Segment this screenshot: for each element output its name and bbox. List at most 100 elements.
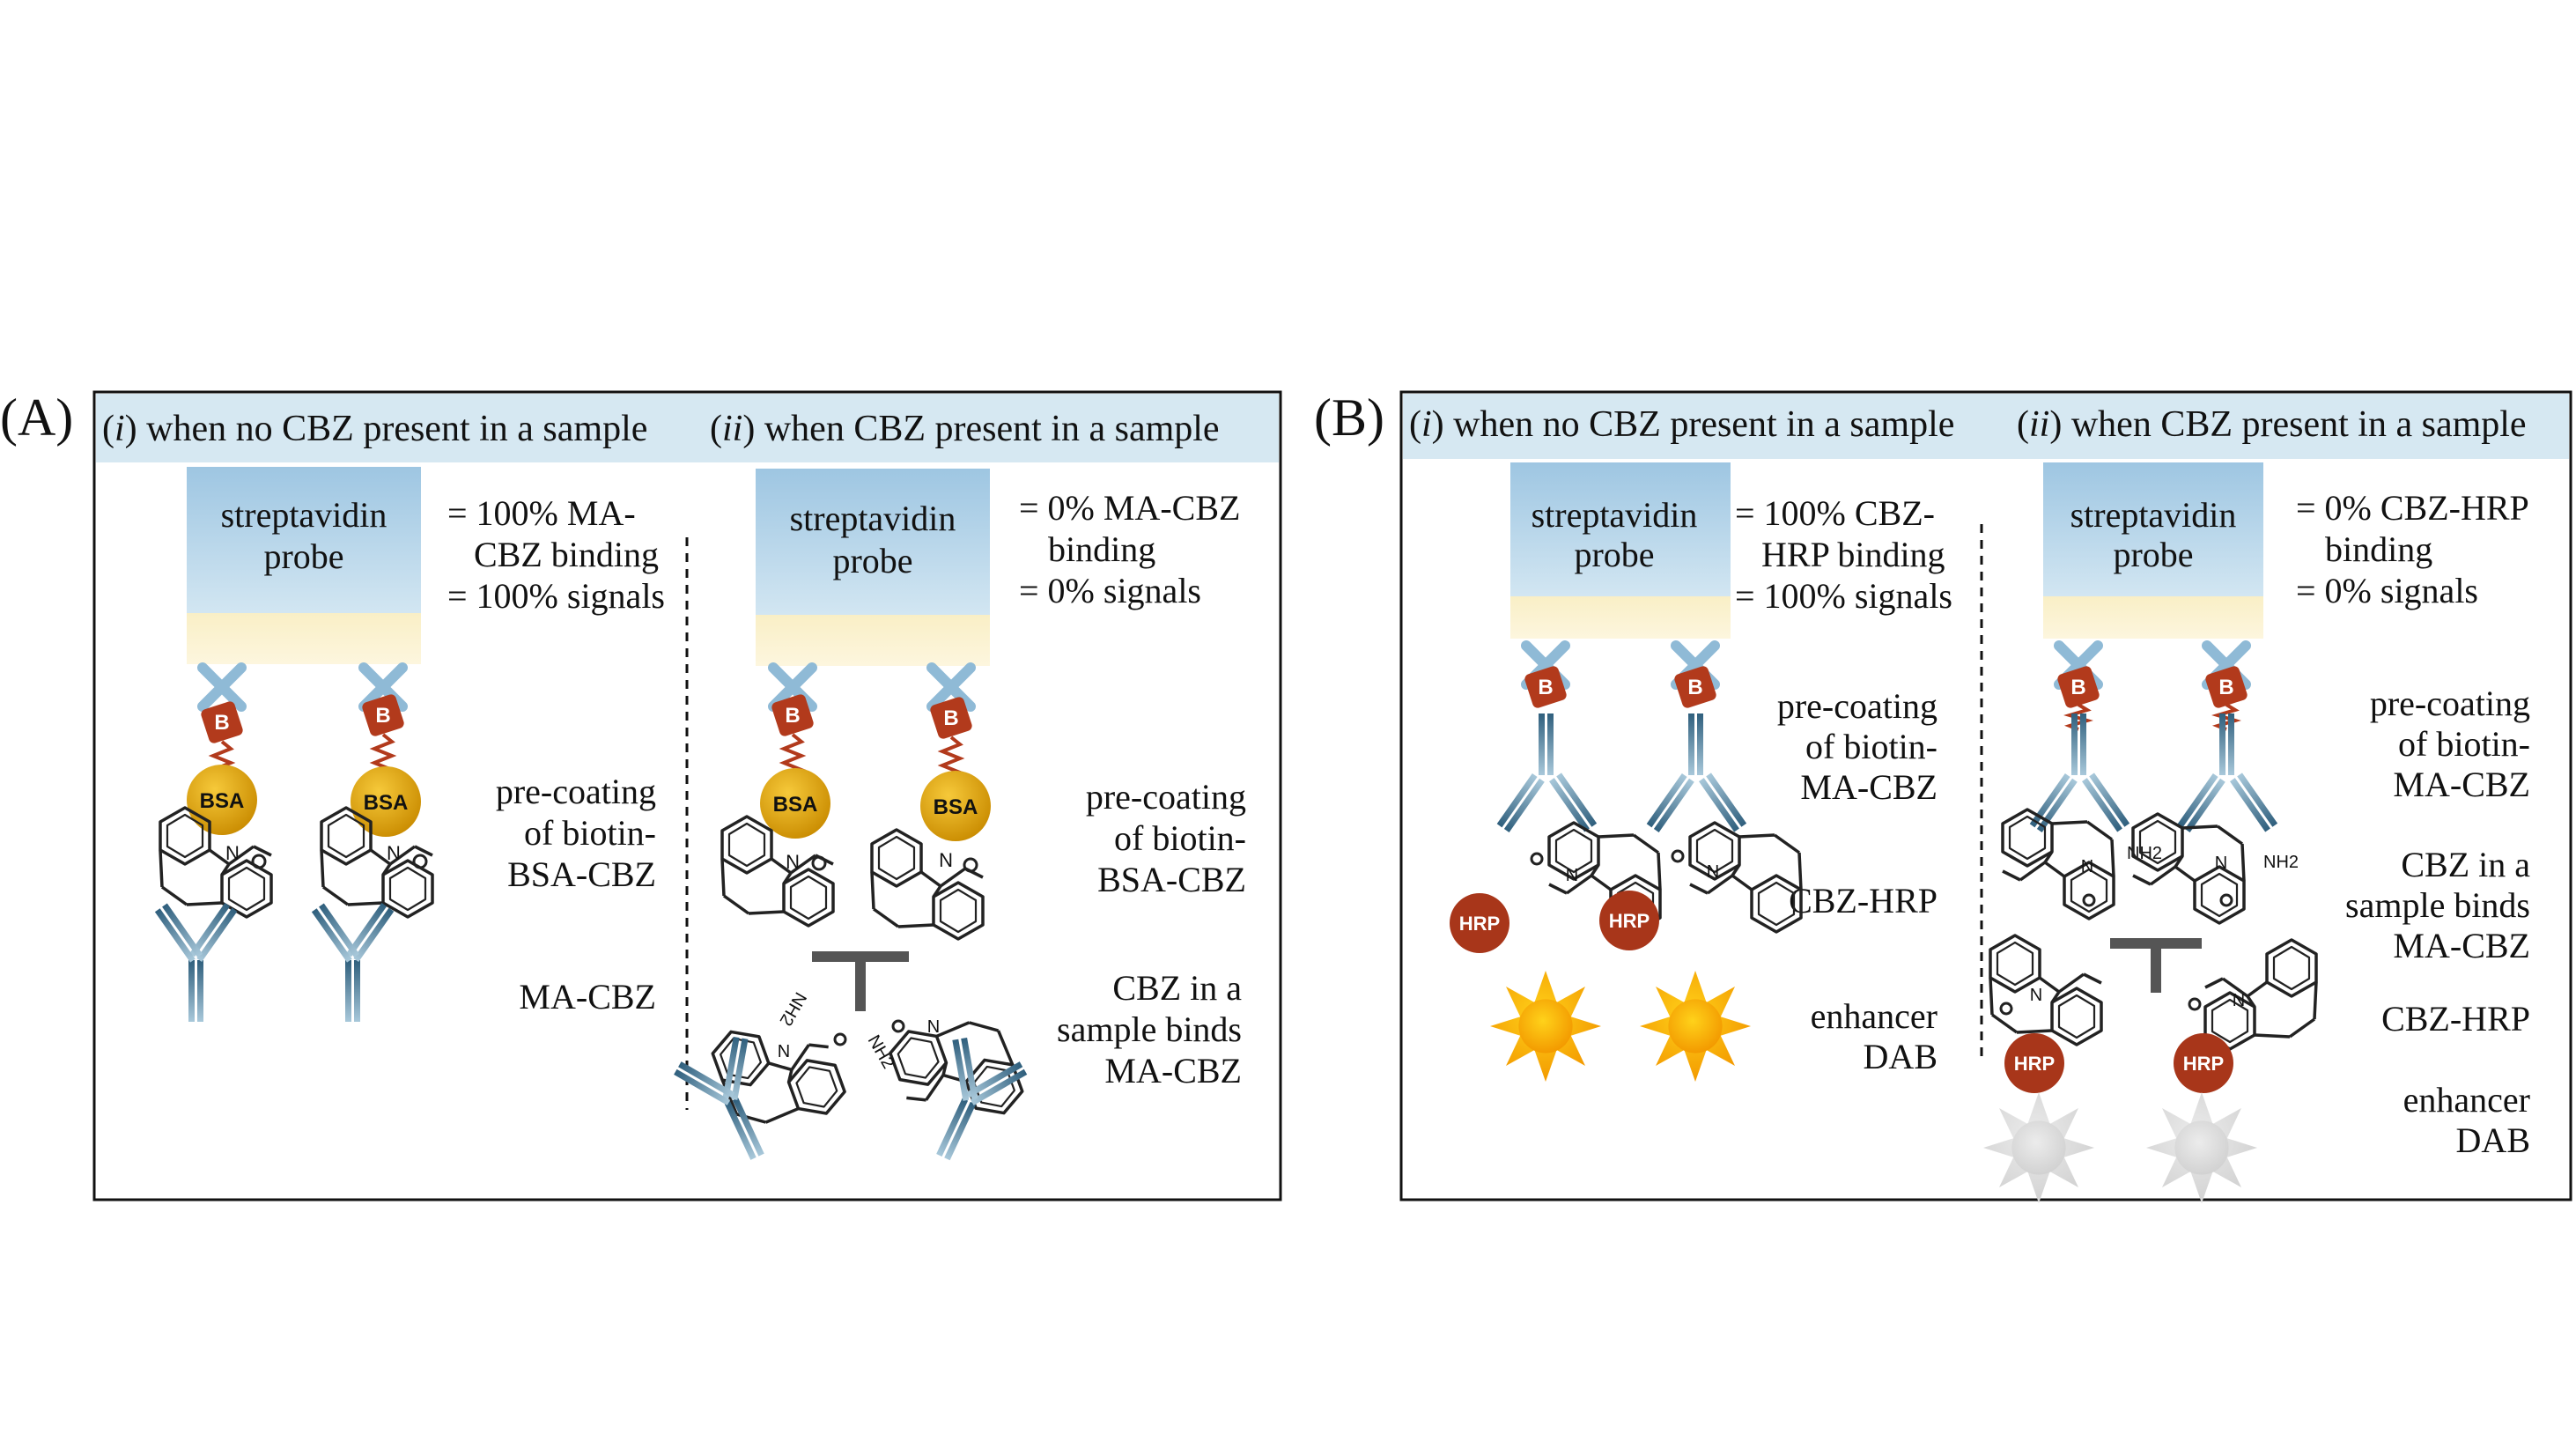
step-label: pre-coating xyxy=(1086,777,1246,817)
step-label: MA-CBZ xyxy=(2393,765,2530,804)
bsa-bead: BSA xyxy=(760,768,830,839)
probe-band xyxy=(2043,596,2263,639)
binding-note: = 0% CBZ-HRP xyxy=(2296,488,2529,528)
svg-text:N: N xyxy=(225,842,240,864)
biotin-badge: B xyxy=(928,695,974,741)
svg-text:NH2: NH2 xyxy=(2263,853,2299,872)
svg-text:B: B xyxy=(943,706,958,730)
binding-note: = 100% MA- xyxy=(447,493,636,533)
step-label: of biotin- xyxy=(1805,727,1938,766)
svg-text:N: N xyxy=(2233,991,2245,1010)
binding-note: = 0% signals xyxy=(1019,571,1201,610)
biotin-badge: B xyxy=(2056,664,2101,710)
biotin-badge: B xyxy=(199,699,245,745)
panel-a-frame xyxy=(92,390,1282,1201)
free-cbz-hrp: N HRP xyxy=(1989,934,2103,1093)
svg-text:B: B xyxy=(1687,676,1702,699)
step-label: MA-CBZ xyxy=(1800,767,1938,807)
svg-text:N: N xyxy=(778,1042,790,1061)
binding-note: = 100% signals xyxy=(1735,576,1952,616)
step-label: of biotin- xyxy=(2398,724,2530,764)
probe-label: probe xyxy=(263,536,343,576)
conjugate-stack: B BSA N xyxy=(720,668,835,928)
sun-signal xyxy=(1490,971,1601,1082)
svg-text:HRP: HRP xyxy=(1459,913,1500,935)
bsa-bead: BSA xyxy=(351,766,421,837)
step-label: MA-CBZ xyxy=(1104,1051,1242,1090)
step-label: CBZ-HRP xyxy=(1789,881,1938,920)
svg-text:N: N xyxy=(2215,854,2227,873)
binding-note: = 100% signals xyxy=(447,576,665,616)
svg-text:BSA: BSA xyxy=(934,795,978,819)
probe-label: streptavidin xyxy=(221,495,388,535)
step-label: DAB xyxy=(1864,1037,1938,1076)
svg-text:NH2: NH2 xyxy=(776,989,810,1030)
probe-band xyxy=(756,615,990,666)
step-label: enhancer xyxy=(1811,996,1938,1036)
bsa-bead: BSA xyxy=(920,771,991,841)
sun-signal xyxy=(1640,971,1751,1082)
panel-a-header-bar xyxy=(96,394,1279,462)
svg-text:B: B xyxy=(2070,676,2085,699)
grey-sun-no-signal xyxy=(2146,1092,2257,1203)
step-label: MA-CBZ xyxy=(2393,926,2530,965)
panel-b-header-ii: (ii) when CBZ present in a sample xyxy=(2017,404,2527,445)
grey-sun-no-signal xyxy=(1983,1092,2094,1203)
panel-b-letter: (B) xyxy=(1314,388,1384,447)
conjugate-stack: B N HRP xyxy=(1450,646,1662,1082)
step-label: CBZ-HRP xyxy=(2381,999,2530,1039)
probe-block xyxy=(1510,462,1731,596)
step-label: MA-CBZ xyxy=(519,977,656,1017)
panel-b: (B) (i) when no CBZ present in a sample … xyxy=(1314,388,2572,1203)
step-label: CBZ in a xyxy=(1112,968,1242,1008)
step-label: enhancer xyxy=(2403,1080,2530,1120)
step-label: CBZ in a xyxy=(2401,845,2530,884)
binding-note: HRP binding xyxy=(1761,535,1945,574)
panel-a: (A) (i) when no CBZ present in a sample … xyxy=(0,388,1282,1201)
probe-block xyxy=(2043,462,2263,596)
binding-note: binding xyxy=(1048,529,1155,569)
biotin-badge: B xyxy=(2203,664,2249,710)
svg-text:N: N xyxy=(939,849,953,871)
binding-note: = 0% signals xyxy=(2296,571,2478,610)
panel-a-header-ii: (ii) when CBZ present in a sample xyxy=(710,409,1220,449)
svg-text:HRP: HRP xyxy=(1609,910,1650,932)
biotin-badge: B xyxy=(770,692,816,738)
hrp-bead: HRP xyxy=(1450,893,1509,953)
panel-a-letter: (A) xyxy=(0,388,73,447)
panel-b-header-i: (i) when no CBZ present in a sample xyxy=(1409,404,1954,445)
svg-text:BSA: BSA xyxy=(773,793,818,817)
probe-label: probe xyxy=(2113,535,2193,574)
inhibition-symbol xyxy=(812,951,909,1011)
conjugate-stack: B N NH2 xyxy=(2131,646,2299,925)
svg-text:B: B xyxy=(375,704,390,728)
biotin-badge: B xyxy=(1672,664,1718,710)
probe-label: streptavidin xyxy=(790,499,956,538)
step-label: of biotin- xyxy=(524,813,656,853)
inhibition-symbol xyxy=(2110,938,2202,993)
svg-text:B: B xyxy=(1538,676,1553,699)
probe-label: probe xyxy=(832,541,912,580)
hrp-bead: HRP xyxy=(1599,891,1659,950)
binding-note: binding xyxy=(2325,529,2432,569)
probe-label: streptavidin xyxy=(2070,495,2237,535)
svg-text:BSA: BSA xyxy=(200,789,245,813)
probe-block xyxy=(756,469,990,615)
probe-label: probe xyxy=(1574,535,1654,574)
binding-note: CBZ binding xyxy=(474,535,659,574)
free-cbz-binding-left: NH2 N xyxy=(669,989,852,1174)
free-cbz-hrp: N HRP xyxy=(2174,938,2318,1093)
svg-text:N: N xyxy=(1566,866,1578,885)
svg-text:N: N xyxy=(387,842,401,864)
step-label: DAB xyxy=(2456,1120,2530,1160)
conjugate-stack: B BSA N xyxy=(311,668,434,1022)
conjugate-stack: B BSA N xyxy=(154,668,273,1022)
svg-text:N: N xyxy=(2081,857,2093,876)
step-label: pre-coating xyxy=(2370,684,2530,723)
step-label: BSA-CBZ xyxy=(507,854,656,894)
probe-band xyxy=(1510,596,1731,639)
binding-note: = 100% CBZ- xyxy=(1735,493,1935,533)
svg-text:B: B xyxy=(214,711,229,735)
step-label: BSA-CBZ xyxy=(1097,860,1246,899)
